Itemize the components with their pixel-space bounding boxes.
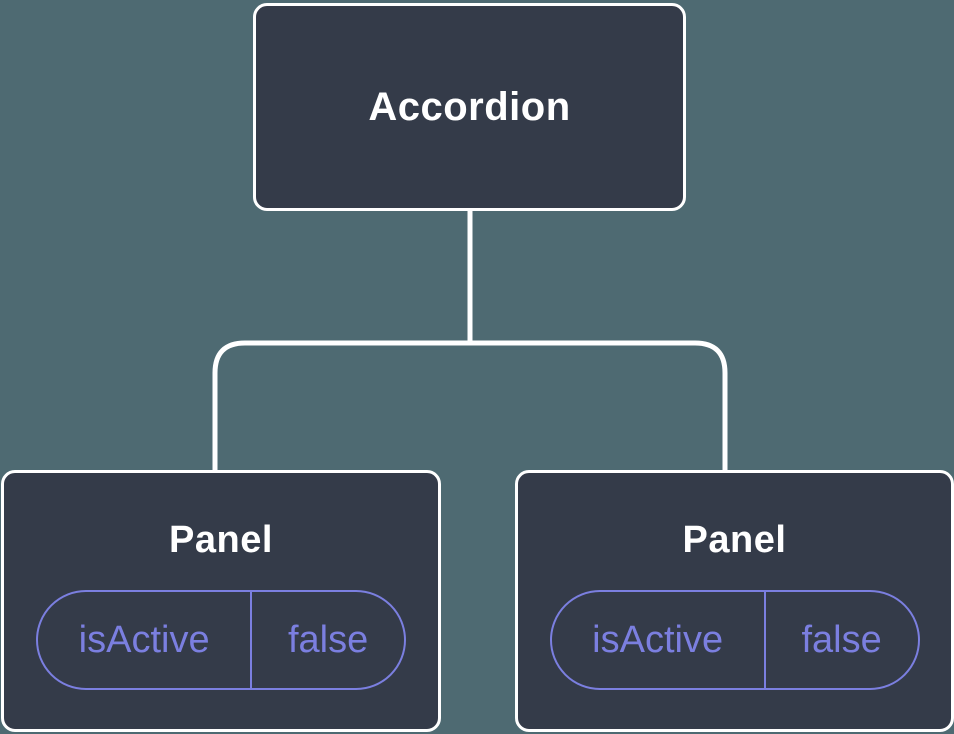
prop-pill-left: isActive false <box>36 590 406 690</box>
node-panel-left-label: Panel <box>169 519 273 561</box>
prop-name-label: isActive <box>552 592 766 688</box>
connector-branch <box>212 340 728 470</box>
node-panel-left: Panel isActive false <box>1 470 441 732</box>
node-accordion-label: Accordion <box>368 84 571 129</box>
prop-name-label: isActive <box>38 592 253 688</box>
prop-value-label: false <box>801 618 882 661</box>
node-accordion: Accordion <box>253 3 686 211</box>
prop-value-label: false <box>287 618 369 661</box>
node-panel-right-label: Panel <box>682 519 787 561</box>
prop-pill-right: isActive false <box>549 590 920 690</box>
node-panel-right: Panel isActive false <box>515 470 954 732</box>
